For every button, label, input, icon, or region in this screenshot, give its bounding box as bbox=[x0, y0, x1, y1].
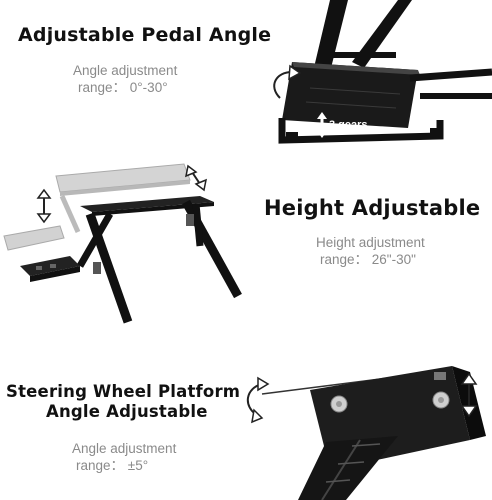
double-arrow-icon bbox=[317, 112, 327, 138]
steering-platform-heading-line2: Angle Adjustable bbox=[46, 402, 208, 421]
steering-platform-heading-line1: Steering Wheel Platform bbox=[6, 382, 241, 401]
steering-caption-line2: range： ±5° bbox=[76, 458, 149, 473]
gear-label: 3 gears bbox=[329, 119, 368, 131]
height-caption-line1: Height adjustment bbox=[316, 235, 425, 250]
pedal-angle-heading: Adjustable Pedal Angle bbox=[18, 24, 272, 46]
steering-caption-line1: Angle adjustment bbox=[72, 441, 177, 456]
pedal-angle-caption-line2: range： 0°-30° bbox=[78, 80, 168, 95]
rotate-arrow-icon bbox=[247, 376, 270, 424]
double-arrow-icon bbox=[460, 372, 478, 418]
double-arrow-icon bbox=[184, 164, 208, 192]
double-arrow-icon bbox=[36, 188, 52, 224]
height-heading: Height Adjustable bbox=[264, 196, 481, 220]
pedal-angle-caption-line1: Angle adjustment bbox=[73, 63, 178, 78]
rotate-arrow-icon bbox=[271, 64, 302, 100]
height-caption-line2: range： 26"-30" bbox=[320, 252, 416, 267]
